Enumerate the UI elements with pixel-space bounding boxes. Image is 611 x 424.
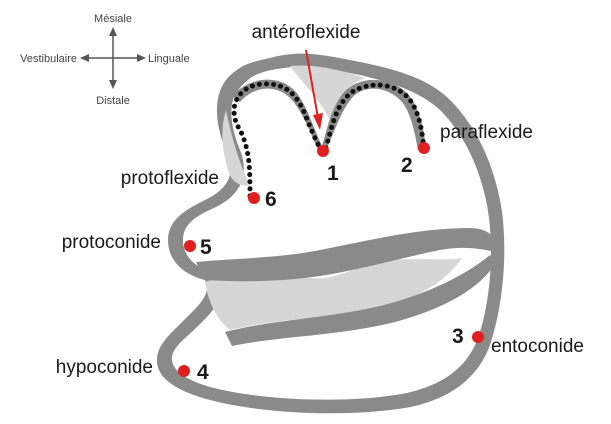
orientation-compass: Mésiale Vestibulaire Linguale Distale: [20, 13, 189, 107]
orientation-vestibular: Vestibulaire: [20, 53, 77, 65]
point-label-6: 6: [265, 188, 277, 211]
orientation-distal: Distale: [96, 95, 130, 107]
marker-6: [248, 192, 260, 204]
point-label-5: 5: [200, 236, 212, 259]
label-hypoconide: hypoconide: [56, 357, 153, 378]
label-protoflexide: protoflexide: [121, 168, 219, 189]
marker-5: [184, 240, 196, 252]
arrow-left-icon: [80, 54, 89, 62]
point-label-3: 3: [452, 325, 464, 348]
point-label-2: 2: [401, 154, 413, 177]
marker-1: [317, 145, 329, 157]
marker-3: [472, 331, 484, 343]
arrow-right-icon: [137, 54, 146, 62]
label-anteroflexide: antéroflexide: [252, 22, 361, 43]
marker-2: [418, 142, 430, 154]
tooth-shape: [157, 54, 504, 414]
marker-4: [178, 365, 190, 377]
point-label-4: 4: [197, 361, 209, 384]
arrow-up-icon: [109, 27, 117, 36]
orientation-lingual: Linguale: [148, 53, 190, 65]
point-label-1: 1: [327, 162, 339, 185]
label-entoconide: entoconide: [491, 336, 584, 357]
orientation-mesial: Mésiale: [94, 13, 132, 25]
arrow-down-icon: [109, 80, 117, 89]
label-paraflexide: paraflexide: [440, 122, 533, 143]
label-protoconide: protoconide: [62, 232, 161, 253]
